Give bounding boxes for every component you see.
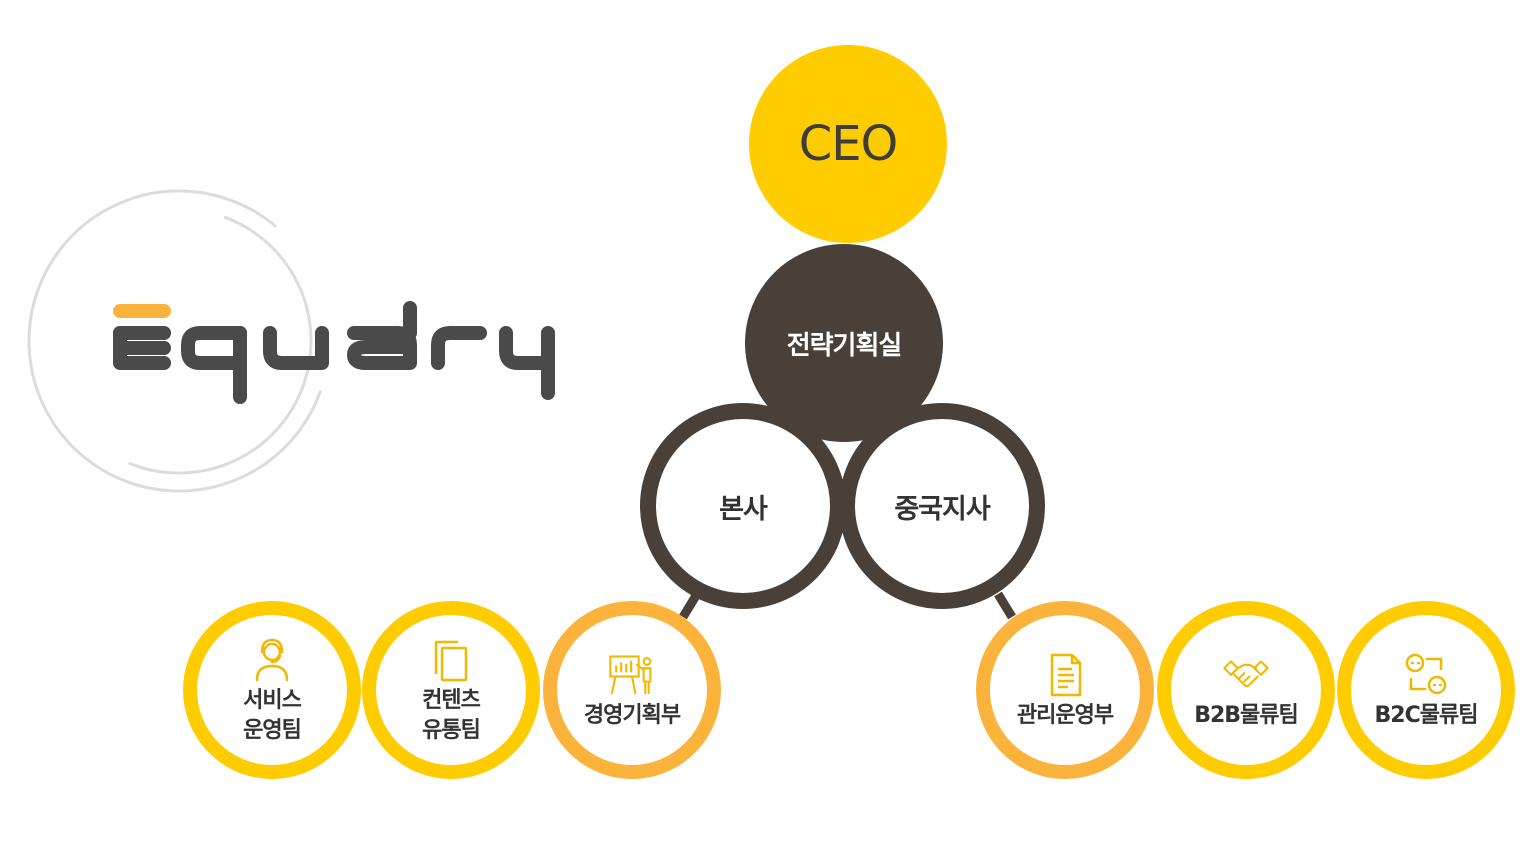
team-b2c-logistics: B2C물류팀 — [1337, 601, 1515, 779]
ceo-node: CEO — [749, 45, 947, 243]
team-label: B2C물류팀 — [1374, 703, 1479, 728]
logo-wordmark — [113, 301, 555, 404]
team-label: 경영기획부 — [583, 703, 681, 728]
handshake-icon — [1223, 660, 1269, 688]
logo-rings — [27, 189, 331, 493]
hq-label: 본사 — [719, 493, 768, 525]
strategy-office-node: 전략기획실 — [745, 244, 943, 442]
team-management-planning: 경영기획부 — [543, 601, 721, 779]
team-label: 관리운영부 — [1016, 703, 1114, 728]
team-label: 운영팀 — [243, 718, 302, 743]
presentation-board-icon — [609, 655, 652, 695]
team-label: B2B물류팀 — [1194, 703, 1299, 728]
team-b2b-logistics: B2B물류팀 — [1157, 601, 1335, 779]
china-branch-label: 중국지사 — [894, 493, 990, 525]
team-content-distribution: 컨텐츠 유통팀 — [362, 601, 540, 779]
document-icon — [1050, 653, 1082, 697]
team-label: 서비스 — [243, 688, 302, 713]
team-service-ops: 서비스 운영팀 — [183, 601, 361, 779]
customer-exchange-icon — [1405, 653, 1447, 695]
equary-logo — [27, 189, 555, 493]
ceo-label: CEO — [798, 116, 899, 172]
team-label: 컨텐츠 — [422, 688, 481, 713]
team-label: 유통팀 — [422, 718, 481, 743]
strategy-office-label: 전략기획실 — [786, 330, 903, 361]
team-admin-operations: 관리운영부 — [976, 601, 1154, 779]
copy-documents-icon — [434, 640, 468, 682]
support-agent-icon — [255, 638, 289, 682]
